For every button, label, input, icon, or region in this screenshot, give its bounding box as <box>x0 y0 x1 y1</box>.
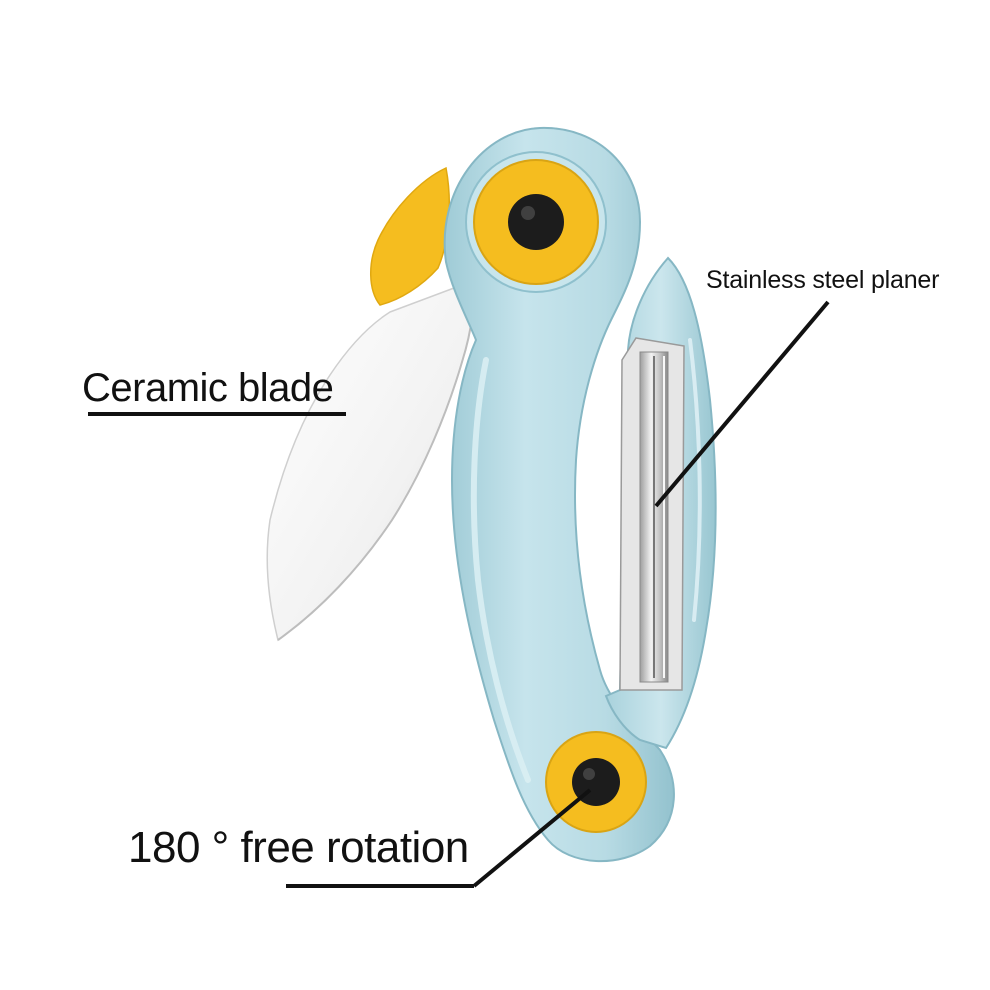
handle-body <box>443 126 675 862</box>
ceramic-blade-label: Ceramic blade <box>82 366 334 410</box>
ceramic-blade <box>266 281 474 642</box>
pivot-rivet-icon <box>545 731 647 833</box>
rotation-leader-line <box>472 788 592 888</box>
steel-planer-blade <box>619 337 685 691</box>
steel-planer-label: Stainless steel planer <box>706 266 940 294</box>
eye-icon <box>465 151 607 293</box>
beak-icon <box>370 166 451 306</box>
rotation-label: 180 ° free rotation <box>128 823 469 872</box>
planer-leader-line <box>654 300 830 508</box>
